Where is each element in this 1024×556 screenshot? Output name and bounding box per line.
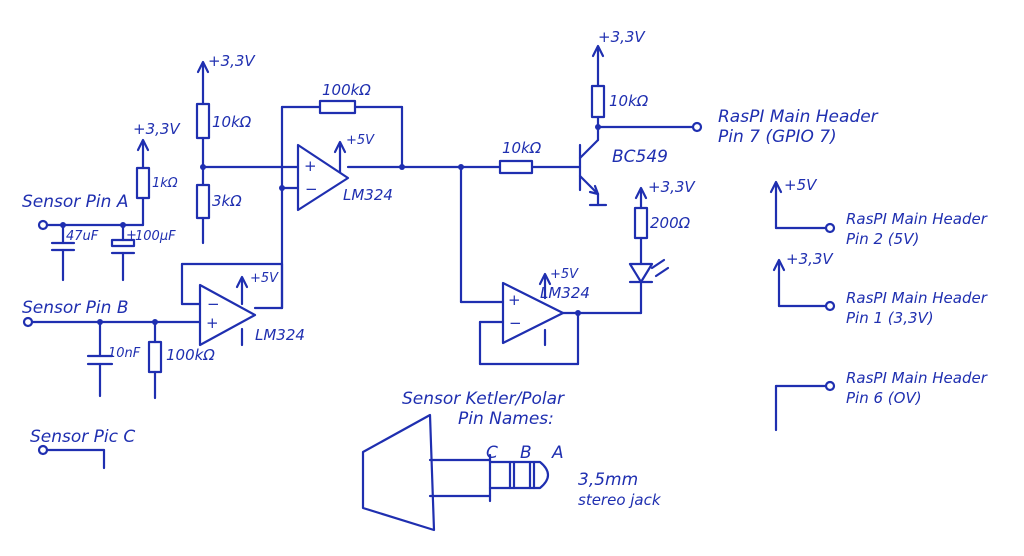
supply-5v-label: +5V [784,176,818,194]
resistor-3k-label: 3kΩ [212,192,242,210]
opamp-plus-input: + [206,314,219,332]
capacitor-47u-label: 47uF [66,229,99,244]
opamp-1 [279,99,502,310]
jack-title-label: Sensor Ketler/Polar [402,389,565,409]
resistor-10k-label: 10kΩ [502,139,542,157]
jack-pin-b-label: B [520,443,532,463]
resistor-100k-label: 100kΩ [322,81,371,99]
header-title-label: RasPI Main Header [846,210,988,228]
opamp-plus-input: + [508,291,521,309]
header-connections [769,180,836,432]
supply-3v3-label: +3,3V [648,178,696,196]
opamp-name-label: LM324 [255,326,305,344]
supply-5v-label: +5V [550,267,579,282]
header-title-label: RasPI Main Header [718,107,879,127]
supply-3v3-label: +3,3V [133,120,181,138]
capacitor-100u-label: 100µF [135,229,176,244]
resistor-100k-label: 100kΩ [166,346,215,364]
supply-3v3-label: +3,3V [208,52,256,70]
resistor-200-label: 200Ω [650,214,691,232]
supply-3v3-label: +3,3V [786,250,834,268]
transistor-stage [498,44,703,207]
sensor-pin-b-label: Sensor Pin B [22,298,129,318]
supply-5v-label: +5V [250,271,279,286]
opamp-name-label: LM324 [540,284,590,302]
header-pin2-label: Pin 2 (5V) [846,230,919,248]
opamp-3-led [458,164,670,366]
capacitor-10n-label: 10nF [108,346,141,361]
resistor-10k-label: 10kΩ [609,92,649,110]
sensor-pin-a-label: Sensor Pin A [22,192,128,212]
header-pin1-label: Pin 1 (3,3V) [846,309,934,327]
opamp-minus-input: − [509,314,522,332]
jack-pin-a-label: A [551,443,564,463]
transistor-label: BC549 [612,147,668,167]
header-title-label: RasPI Main Header [846,369,988,387]
capacitor-plus-sign: + [126,228,137,243]
jack-pin-c-label: C [486,443,498,463]
supply-5v-label: +5V [346,133,375,148]
resistor-1k-label: 1kΩ [152,176,178,191]
sensor-pin-c-label: Sensor Pic C [30,427,135,447]
header-pin6-label: Pin 6 (OV) [846,389,922,407]
opamp-name-label: LM324 [343,186,393,204]
header-title-label: RasPI Main Header [846,289,988,307]
jack-size-label: 3,5mm [578,470,638,490]
header-pin7-label: Pin 7 (GPIO 7) [718,127,837,147]
jack-subtitle-label: Pin Names: [458,409,554,429]
supply-3v3-label: +3,3V [598,28,646,46]
stereo-jack-drawing [361,413,550,532]
resistor-10k-label: 10kΩ [212,113,252,131]
opamp-minus-input: − [207,295,220,313]
sensor-a-circuit [37,138,151,282]
opamp-2 [22,262,284,400]
jack-type-label: stereo jack [578,491,662,509]
opamp-minus-input: − [305,180,318,198]
opamp-plus-input: + [304,157,317,175]
sensor-c-circuit [37,444,106,470]
